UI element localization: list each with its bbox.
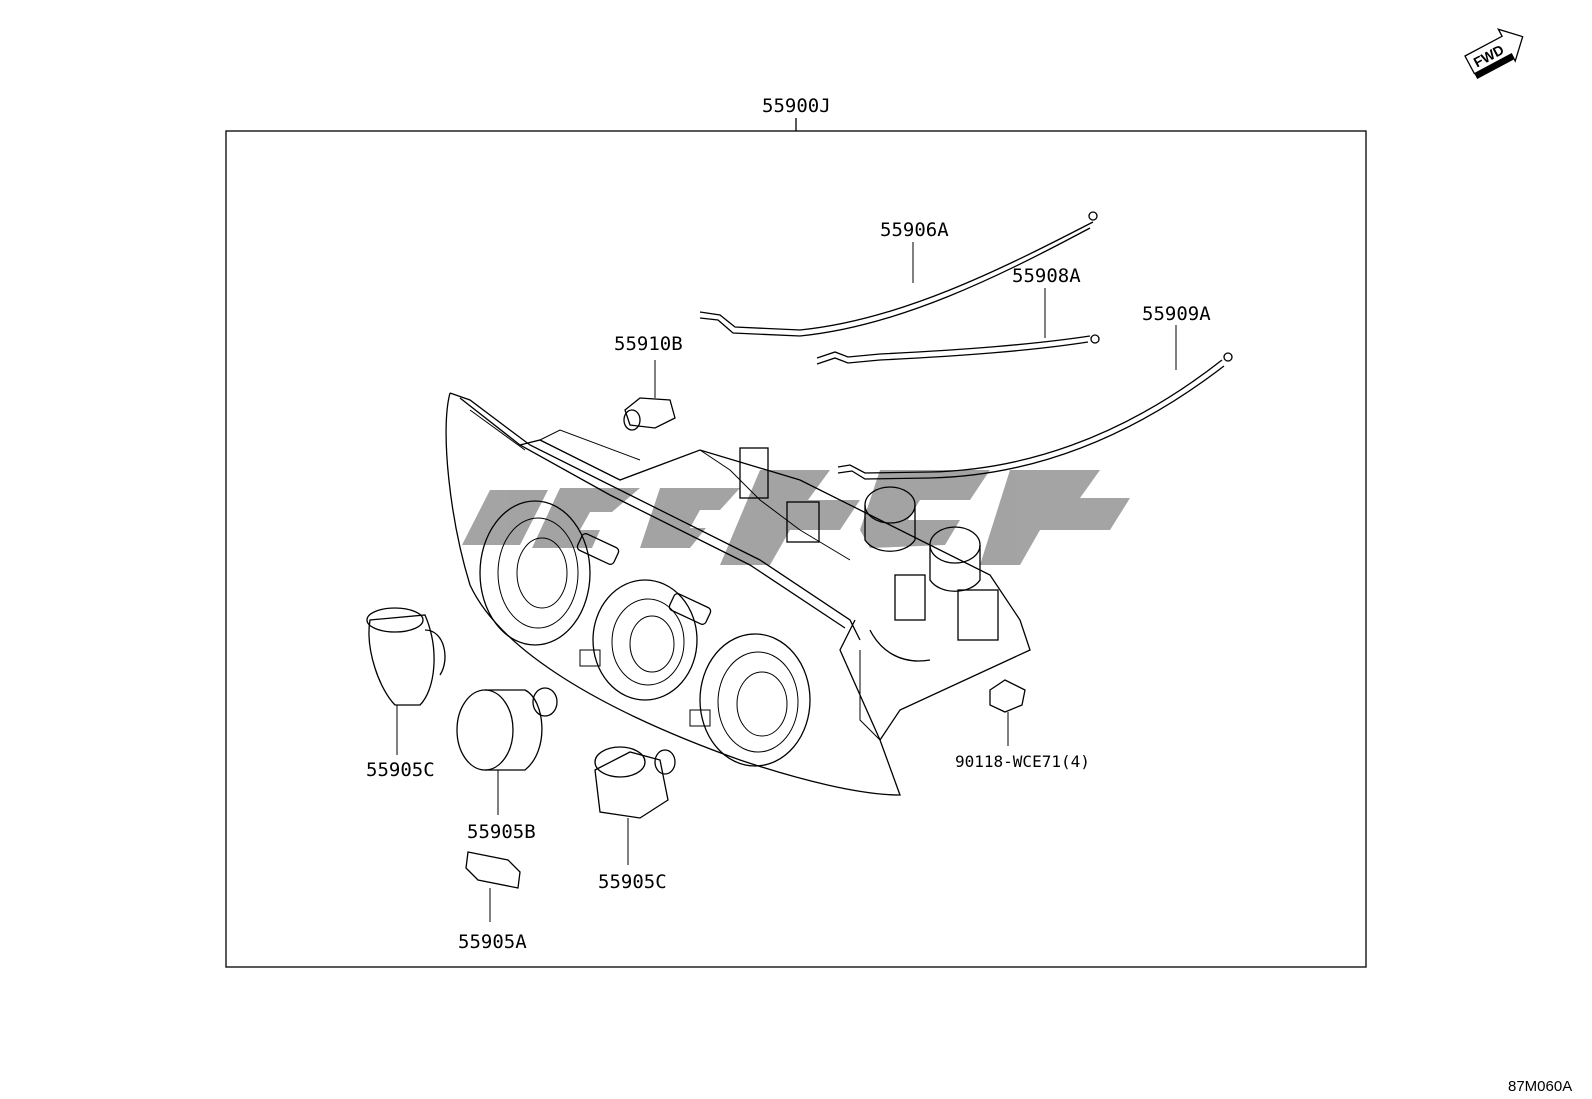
button-part	[465, 851, 521, 922]
label-button[interactable]: 55905A	[458, 931, 527, 953]
cable-55908a	[816, 334, 1100, 365]
label-cable-b[interactable]: 55908A	[1012, 265, 1081, 287]
label-knob-mid[interactable]: 55905B	[467, 821, 536, 843]
label-cable-a[interactable]: 55906A	[880, 219, 949, 241]
control-panel-body	[445, 392, 1031, 796]
label-cable-c[interactable]: 55909A	[1142, 303, 1211, 325]
label-knob-front[interactable]: 55905C	[598, 871, 667, 893]
figure-code: 87M060A	[1508, 1078, 1572, 1095]
fwd-arrow-icon: FWD	[1464, 28, 1524, 79]
clip-part	[989, 679, 1026, 746]
cable-55909a	[837, 352, 1233, 480]
watermark-logo	[462, 470, 1130, 565]
assembly-label[interactable]: 55900J	[762, 95, 831, 117]
knob-left-part	[366, 607, 446, 755]
bulb-part	[623, 360, 676, 431]
cable-55906a	[699, 211, 1098, 337]
knob-front-part	[594, 746, 676, 865]
knob-mid-part	[456, 687, 558, 815]
assembly-frame	[225, 130, 1367, 968]
label-bulb[interactable]: 55910B	[614, 333, 683, 355]
label-clip[interactable]: 90118-WCE71(4)	[955, 752, 1090, 771]
label-knob-left[interactable]: 55905C	[366, 759, 435, 781]
